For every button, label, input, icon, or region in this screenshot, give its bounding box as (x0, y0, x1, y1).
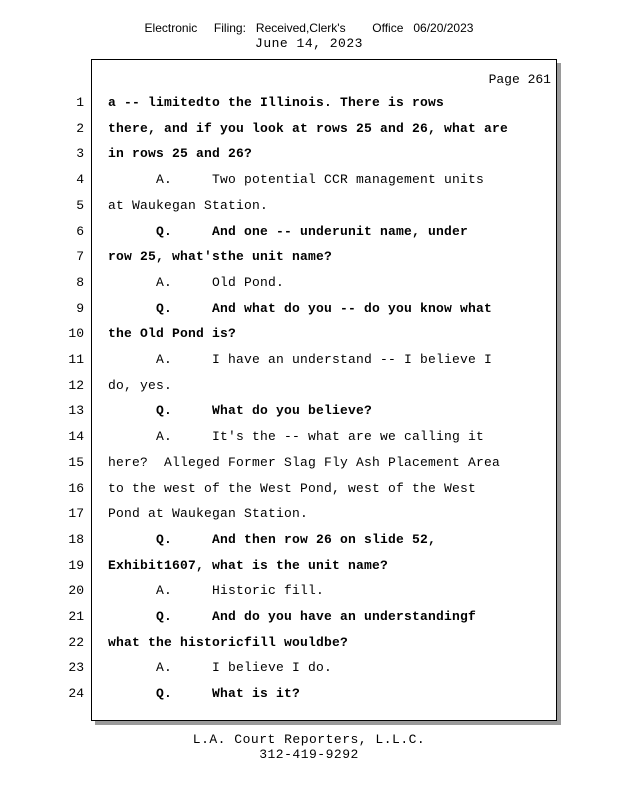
transcript-line: A. I believe I do. (108, 660, 333, 676)
reporter-phone: 312-419-9292 (259, 747, 359, 762)
transcript-line: here? Alleged Former Slag Fly Ash Placem… (108, 454, 501, 470)
line-number: 6 (76, 223, 84, 239)
line-number: 16 (68, 480, 84, 496)
line-number: 14 (68, 429, 84, 445)
line-number: 5 (76, 197, 84, 213)
transcript-date: June 14, 2023 (255, 36, 363, 51)
line-number: 9 (76, 300, 84, 316)
transcript-line: Exhibit1607, what is the unit name? (108, 557, 389, 573)
transcript-line: to the west of the West Pond, west of th… (108, 480, 477, 496)
line-number: 23 (68, 660, 84, 676)
transcript-line: A. It's the -- what are we calling it (108, 429, 485, 445)
footer: L.A. Court Reporters, L.L.C. 312-419-929… (0, 732, 618, 762)
line-number: 17 (68, 506, 84, 522)
line-number: 20 (68, 583, 84, 599)
transcript-line: do, yes. (108, 377, 173, 393)
transcript-line: row 25, what'sthe unit name? (108, 249, 333, 265)
line-number: 10 (68, 326, 84, 342)
line-number: 13 (68, 403, 84, 419)
transcript-line: A. Historic fill. (108, 583, 325, 599)
line-number: 22 (68, 634, 84, 650)
transcript-line: Q. And one -- underunit name, under (108, 223, 469, 239)
transcript-line: Q. And then row 26 on slide 52, (108, 531, 437, 547)
line-number: 19 (68, 557, 84, 573)
line-number: 11 (68, 352, 84, 367)
transcript-line: Pond at Waukegan Station. (108, 506, 309, 522)
line-number: 8 (76, 274, 84, 290)
line-number: 4 (76, 172, 84, 188)
transcript-line: A. Two potential CCR management units (108, 172, 485, 188)
line-number: 1 (76, 95, 84, 110)
transcript-line: a -- limitedto the Illinois. There is ro… (108, 95, 445, 110)
line-number: 12 (68, 377, 84, 393)
transcript-line: Q. And do you have an understandingf (108, 609, 477, 624)
transcript-line: what the historicfill wouldbe? (108, 634, 349, 650)
transcript-line: Q. And what do you -- do you know what (108, 300, 493, 316)
transcript-line: in rows 25 and 26? (108, 146, 253, 162)
transcript-line: A. I have an understand -- I believe I (108, 352, 493, 367)
transcript-line: Q. What is it? (108, 686, 301, 702)
line-number: 24 (68, 686, 84, 702)
line-number: 2 (76, 120, 84, 136)
transcript-page (91, 59, 557, 721)
line-number: 21 (68, 609, 84, 624)
line-number: 3 (76, 146, 84, 162)
reporter-company: L.A. Court Reporters, L.L.C. (192, 732, 426, 747)
transcript-line: there, and if you look at rows 25 and 26… (108, 120, 509, 136)
transcript-line: at Waukegan Station. (108, 197, 269, 213)
line-number: 15 (68, 454, 84, 470)
transcript-line: Q. What do you believe? (108, 403, 373, 419)
filing-stamp: Electronic Filing: Received,Clerk's Offi… (144, 21, 474, 35)
page-number: Page 261 (488, 72, 551, 87)
line-number: 7 (76, 249, 84, 265)
transcript-line: the Old Pond is? (108, 326, 237, 342)
line-number: 18 (68, 531, 84, 547)
transcript-line: A. Old Pond. (108, 274, 285, 290)
